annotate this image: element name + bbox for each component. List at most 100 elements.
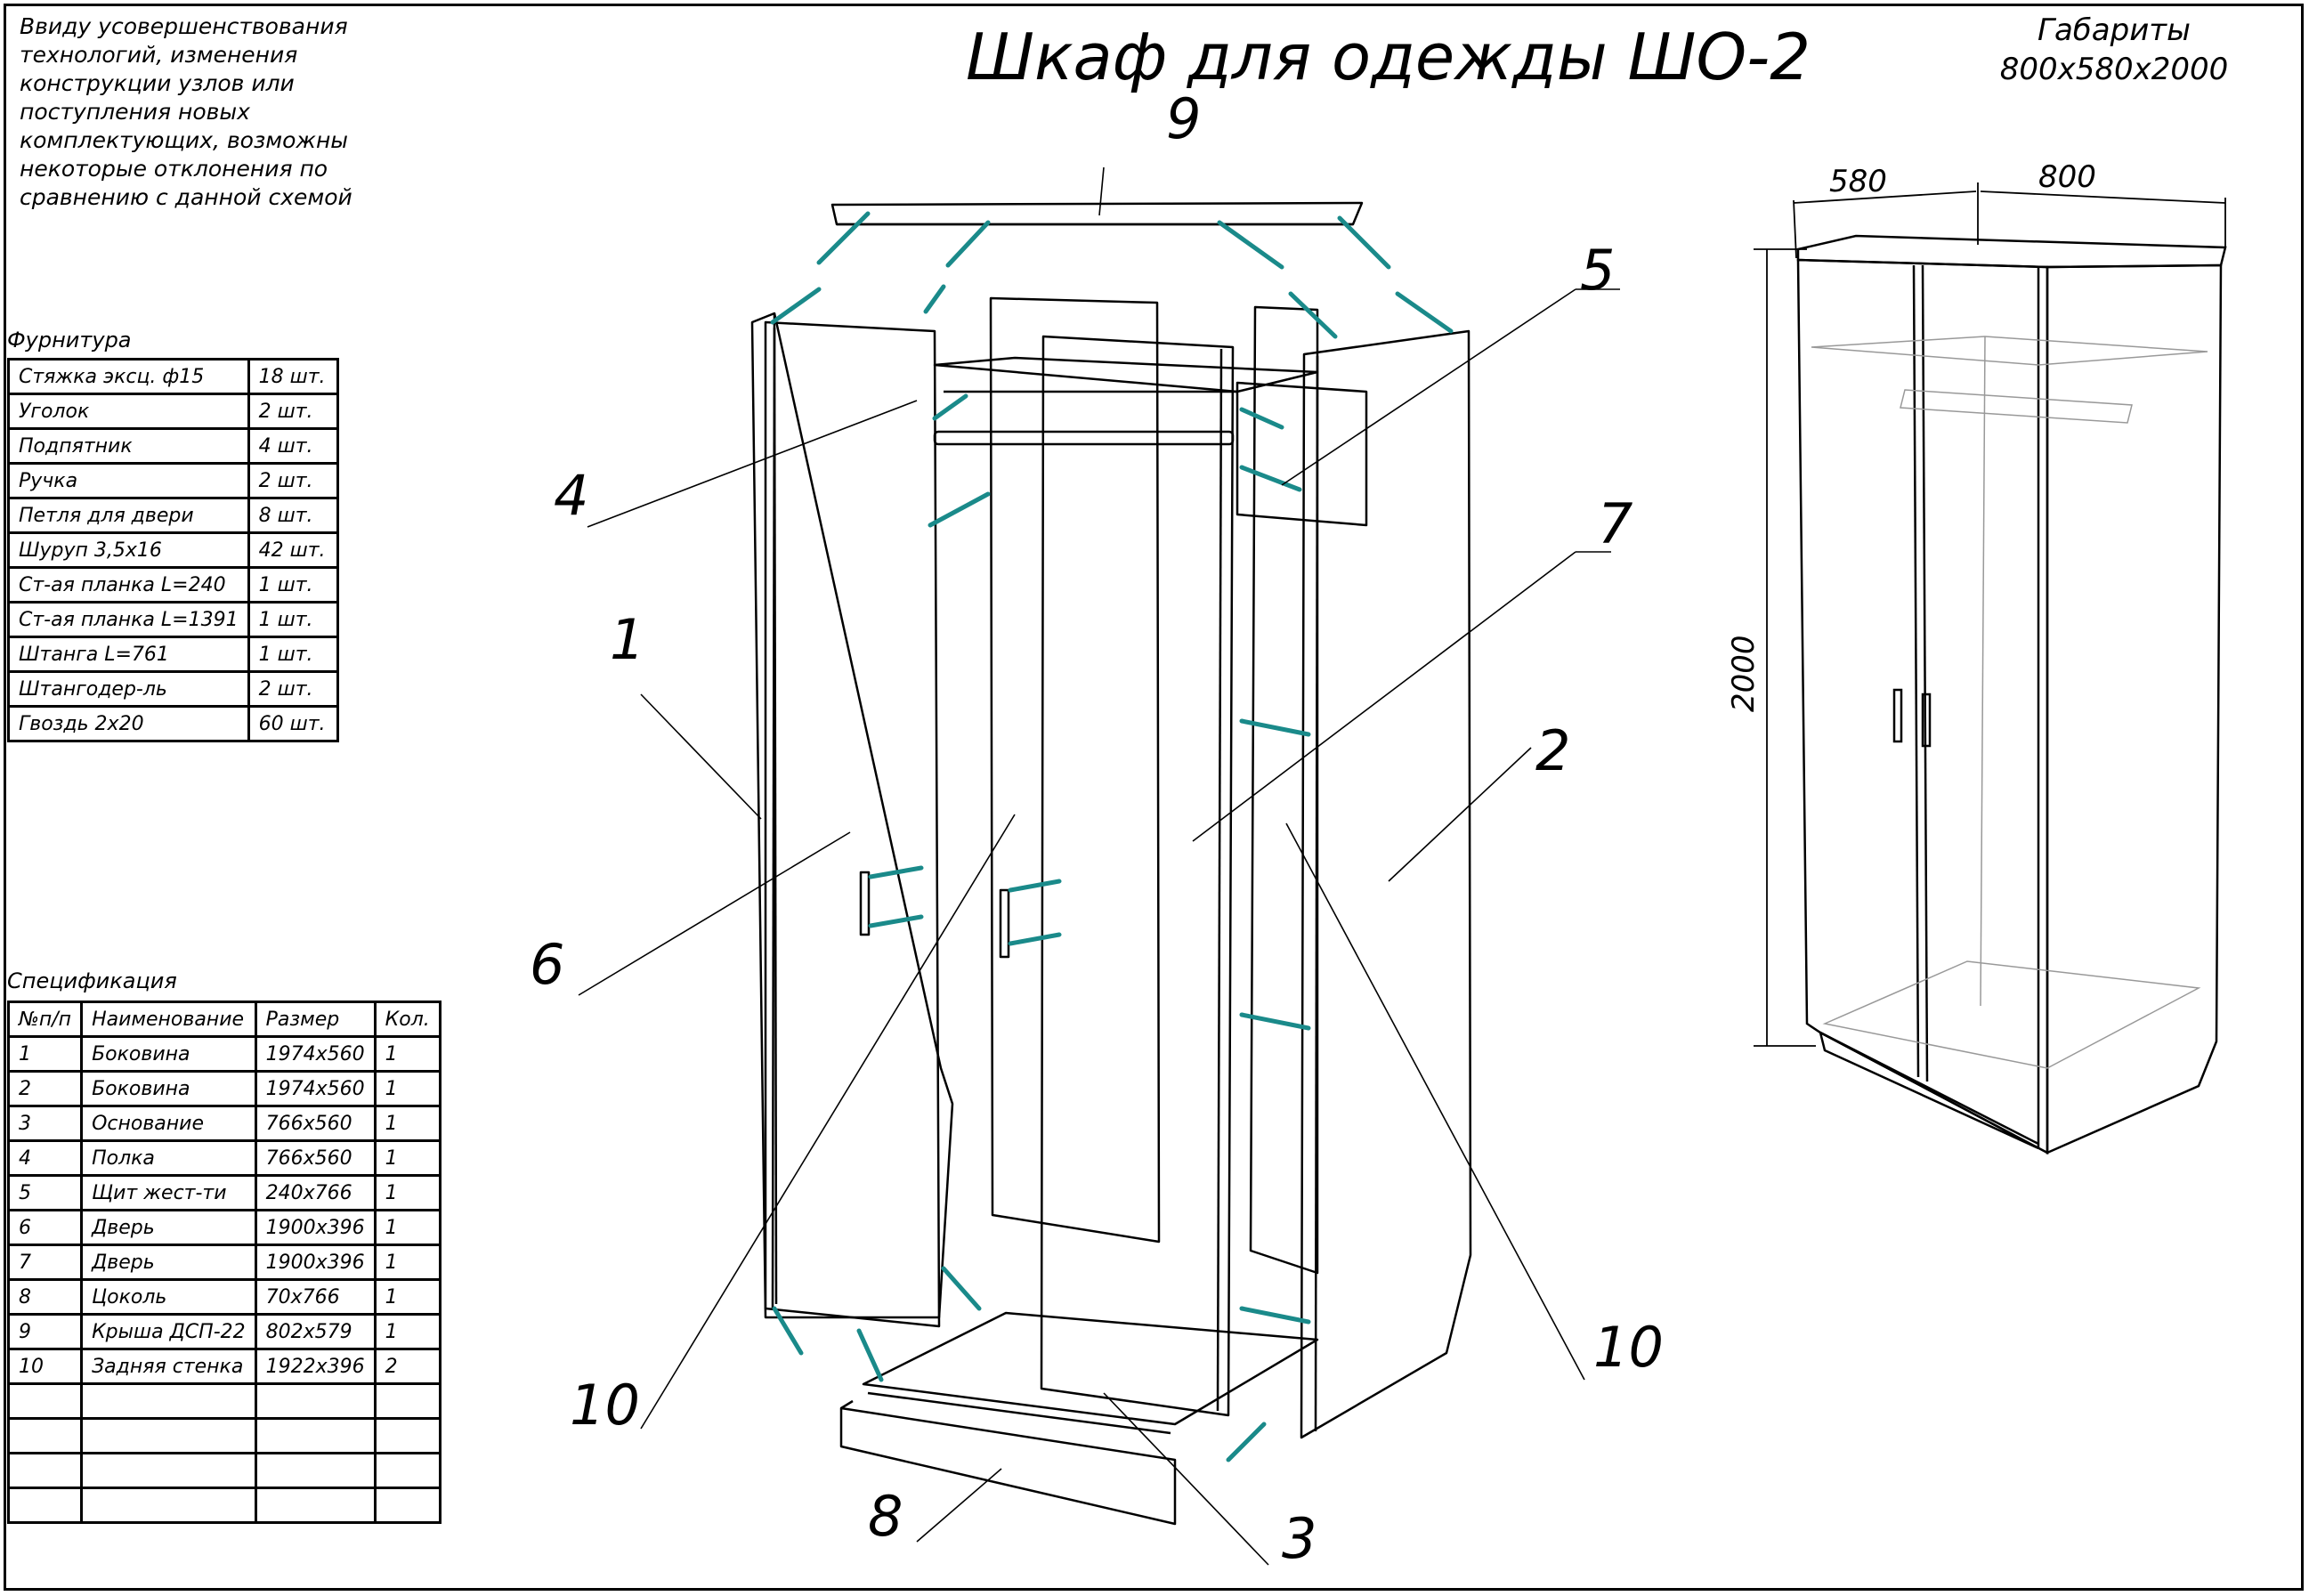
drawing-frame [4,4,2304,1591]
dimension-lines [1754,182,2226,1047]
spec-cell: 1 [373,1105,442,1142]
fittings-qty: 2 шт. [247,670,339,708]
spec-cell [254,1487,377,1524]
spec-cell: 1974х560 [254,1070,377,1107]
fittings-name: Гвоздь 2х20 [7,705,250,742]
fittings-name: Стяжка эксц. ф15 [7,358,250,395]
dimensions-value: 800х580х2000 [1999,52,2229,87]
callout-2: 2 [1535,718,1570,783]
spec-cell: 1 [6,1035,84,1073]
spec-cell: 240х766 [254,1174,377,1211]
spec-cell [373,1382,442,1420]
spec-cell: Крыша ДСП-22 [80,1313,257,1350]
fittings-caption: Фурнитура [7,328,132,352]
spec-cell: 1 [373,1139,442,1177]
spec-cell [254,1452,377,1489]
spec-cell: 1 [373,1174,442,1211]
dimension-height: 2000 [1726,635,1762,712]
spec-cell: 9 [6,1313,84,1350]
spec-cell: 70х766 [254,1278,377,1316]
callout-8: 8 [868,1484,903,1549]
spec-cell: Щит жест-ти [80,1174,257,1211]
spec-cell: 1900х396 [254,1244,377,1281]
spec-cell: Основание [80,1105,257,1142]
assembled-view [1796,234,2227,1155]
spec-cell [6,1382,84,1420]
dimensions-label: Габариты [2038,12,2191,48]
spec-cell: 10 [6,1348,84,1385]
page-title: Шкаф для одежды ШО-2 [966,20,1811,94]
spec-cell: 8 [6,1278,84,1316]
spec-row [6,1417,442,1454]
spec-cell: 7 [6,1244,84,1281]
spec-header-cell: Кол. [373,1001,442,1038]
hardware-connectors [770,211,1454,1462]
fittings-name: Подпятник [7,427,250,465]
plinth [839,1399,1177,1526]
spec-cell: 802х579 [254,1313,377,1350]
spec-cell [80,1382,257,1420]
dimension-width: 800 [2038,159,2096,195]
spec-cell: Цоколь [80,1278,257,1316]
spec-header-cell: №п/п [6,1001,84,1038]
spec-cell: 5 [6,1174,84,1211]
fittings-qty: 18 шт. [247,358,339,395]
spec-cell: Боковина [80,1070,257,1107]
callout-10-right: 10 [1593,1315,1664,1380]
hanging-rail [933,430,1235,446]
callout-3: 3 [1282,1506,1317,1571]
base-panel [862,1311,1319,1435]
fittings-qty: 1 шт. [247,601,339,638]
overall-dimensions: Габариты 800х580х2000 [1989,11,2239,89]
stiffening-board [1236,381,1368,527]
left-side-panel [750,312,954,1319]
fittings-name: Ст-ая планка L=240 [7,566,250,604]
roof-panel [830,201,1364,226]
spec-cell: 1900х396 [254,1209,377,1246]
spec-cell [6,1487,84,1524]
spec-cell: 2 [6,1070,84,1107]
right-door [1040,335,1235,1417]
fittings-qty: 1 шт. [247,636,339,673]
disclaimer-note: Ввиду усовершенствования технологий, изм… [20,13,352,210]
spec-cell: Полка [80,1139,257,1177]
left-door [764,320,941,1328]
shelf [933,356,1319,393]
fittings-name: Шуруп 3,5х16 [7,531,250,569]
right-side-panel [1300,329,1472,1439]
spec-cell: 1 [373,1209,442,1246]
spec-cell: 1 [373,1035,442,1073]
spec-cell: 766х560 [254,1139,377,1177]
spec-cell [254,1382,377,1420]
fittings-qty: 1 шт. [247,566,339,604]
spec-cell [373,1417,442,1454]
callout-6: 6 [530,932,564,997]
callout-4: 4 [554,463,588,528]
back-panel-right [1249,305,1319,1275]
fittings-qty: 60 шт. [247,705,339,742]
spec-row [6,1382,442,1420]
fittings-qty: 4 шт. [247,427,339,465]
callout-7: 7 [1598,491,1633,556]
spec-cell: 1 [373,1244,442,1281]
